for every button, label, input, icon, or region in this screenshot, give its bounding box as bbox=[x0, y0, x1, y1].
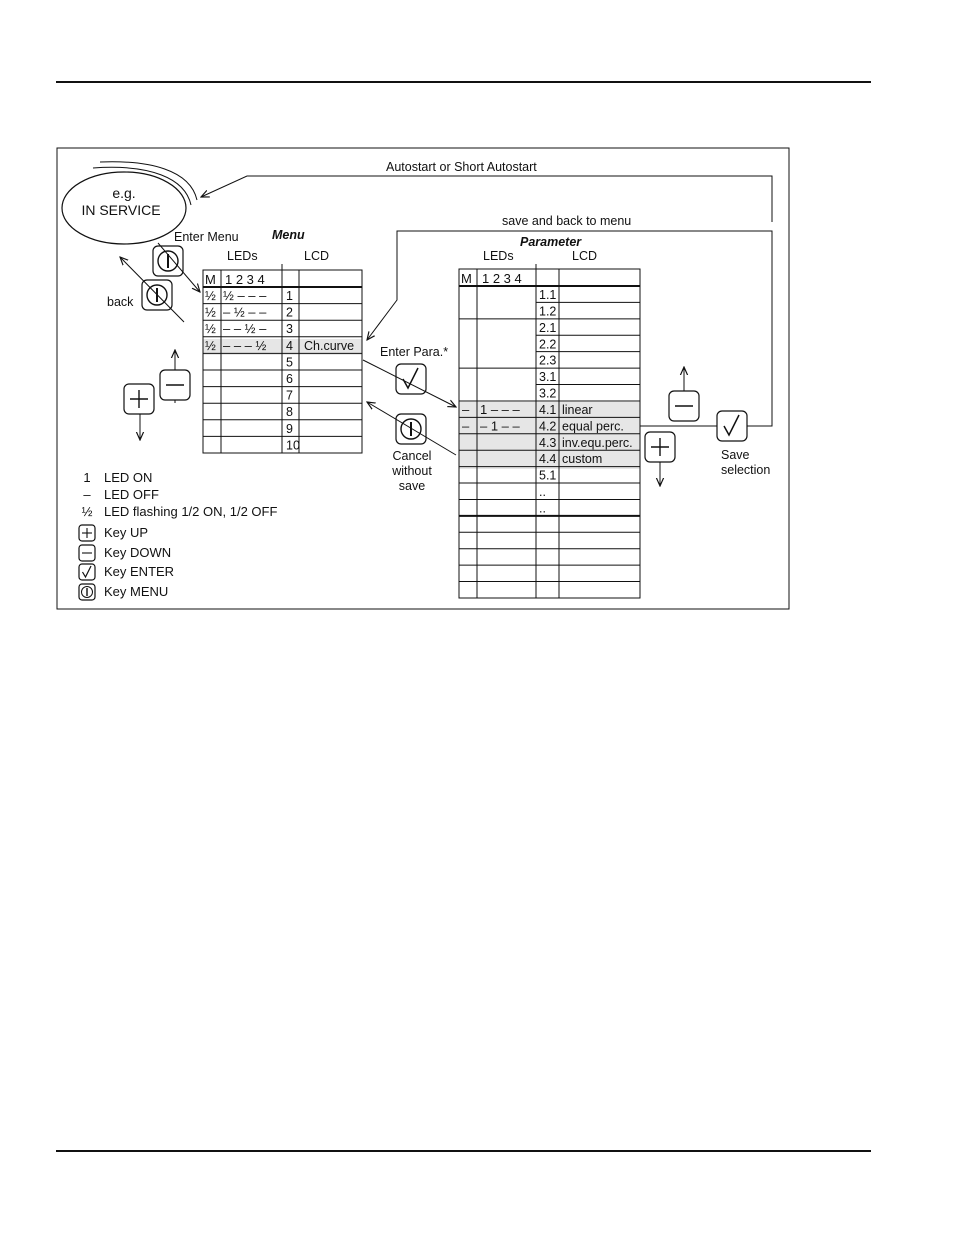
menu-header-m: M bbox=[205, 272, 216, 287]
menu-row-m: ½ bbox=[205, 288, 216, 303]
param-row-leds: 1 – – – bbox=[480, 402, 521, 417]
menu-down-key-icon[interactable] bbox=[159, 369, 191, 401]
param-row-number: 4.4 bbox=[539, 452, 556, 466]
save-selection-line1: Save bbox=[721, 448, 750, 462]
param-row-leds: – 1 – – bbox=[480, 418, 521, 433]
param-row-lcd: inv.equ.perc. bbox=[562, 436, 633, 450]
service-state-bubble: e.g. IN SERVICE bbox=[61, 161, 198, 245]
menu-table: Menu LEDs LCD M 1 2 3 4 ½ ½ – – – 1 ½ – ½ – … bbox=[202, 228, 363, 454]
param-header-leds: 1 2 3 4 bbox=[482, 271, 522, 286]
param-col-leds: LEDs bbox=[483, 249, 514, 263]
enter-menu-label: Enter Menu bbox=[174, 230, 239, 244]
menu-row-number: 9 bbox=[286, 422, 293, 436]
param-table-title: Parameter bbox=[520, 235, 582, 249]
menu-row-leds: ½ – – – bbox=[223, 288, 267, 303]
legend-symbol: 1 bbox=[83, 470, 90, 485]
autostart-connector: Autostart or Short Autostart bbox=[201, 160, 773, 222]
bottom-rule bbox=[56, 1150, 871, 1152]
menu-row-number: 8 bbox=[286, 405, 293, 419]
param-row-number: 1.1 bbox=[539, 288, 556, 302]
menu-row-lcd: Ch.curve bbox=[304, 339, 354, 353]
enter-menu-arrow bbox=[157, 242, 200, 292]
menu-row-m: ½ bbox=[205, 338, 216, 353]
param-row-lcd: linear bbox=[562, 403, 593, 417]
legend-text: Key ENTER bbox=[104, 564, 174, 579]
save-enter-key-icon[interactable] bbox=[716, 410, 748, 442]
legend-plus-key-icon bbox=[78, 524, 96, 542]
diagram-frame bbox=[56, 147, 790, 610]
legend-text: Key UP bbox=[104, 525, 148, 540]
legend-text: LED OFF bbox=[104, 487, 159, 502]
parameter-table: Parameter LEDs LCD M 1 2 3 4 1.1 1.2 2.1 2.… bbox=[458, 235, 641, 599]
save-back-connector: save and back to menu bbox=[367, 214, 773, 427]
back-arrow bbox=[120, 257, 185, 323]
param-col-lcd: LCD bbox=[572, 249, 597, 263]
legend-menu-key-icon bbox=[78, 583, 96, 601]
cancel-label-line3: save bbox=[399, 479, 425, 493]
menu-row-number: 6 bbox=[286, 372, 293, 386]
param-row-number: .. bbox=[539, 485, 546, 499]
autostart-label: Autostart or Short Autostart bbox=[386, 160, 537, 174]
param-row-m: – bbox=[462, 418, 470, 433]
legend-enter-key-icon bbox=[78, 563, 96, 581]
param-row-number: 2.3 bbox=[539, 354, 556, 368]
enter-para-label: Enter Para.* bbox=[380, 345, 448, 359]
param-row-number: 3.1 bbox=[539, 370, 556, 384]
cancel-menu-key-icon[interactable] bbox=[395, 413, 427, 445]
legend-text: LED flashing 1/2 ON, 1/2 OFF bbox=[104, 504, 277, 519]
menu-row-leds: – – – ½ bbox=[223, 338, 267, 353]
menu-row-leds: – ½ – – bbox=[223, 305, 267, 320]
legend-text: LED ON bbox=[104, 470, 152, 485]
menu-row-number: 7 bbox=[286, 389, 293, 403]
menu-row-m: ½ bbox=[205, 321, 216, 336]
param-row-number: 2.1 bbox=[539, 321, 556, 335]
param-row-number: 4.1 bbox=[539, 403, 556, 417]
menu-row-number: 2 bbox=[286, 306, 293, 320]
legend-text: Key DOWN bbox=[104, 545, 171, 560]
param-up-key-icon[interactable] bbox=[644, 431, 676, 463]
legend-text: Key MENU bbox=[104, 584, 168, 599]
param-row-number: 3.2 bbox=[539, 387, 556, 401]
back-label: back bbox=[107, 295, 134, 309]
param-header-m: M bbox=[461, 271, 472, 286]
menu-header-leds: 1 2 3 4 bbox=[225, 272, 265, 287]
menu-row-leds: – – ½ – bbox=[223, 321, 267, 336]
enter-param-arrow bbox=[362, 359, 456, 407]
top-rule bbox=[56, 81, 871, 83]
menu-row-number: 1 bbox=[286, 289, 293, 303]
legend-symbol: ½ bbox=[82, 504, 93, 519]
legend-symbol: – bbox=[83, 487, 91, 502]
service-bubble-line2: IN SERVICE bbox=[81, 202, 160, 218]
legend-minus-key-icon bbox=[78, 544, 96, 562]
enter-menu-key-icon[interactable] bbox=[152, 245, 184, 277]
menu-row-number: 4 bbox=[286, 339, 293, 353]
menu-up-key-icon[interactable] bbox=[123, 383, 155, 415]
param-row-m: – bbox=[462, 402, 470, 417]
param-row-lcd: equal perc. bbox=[562, 419, 624, 433]
param-row-number: 4.2 bbox=[539, 419, 556, 433]
param-row-number: .. bbox=[539, 501, 546, 515]
save-back-label: save and back to menu bbox=[502, 214, 631, 228]
param-row-number: 2.2 bbox=[539, 337, 556, 351]
param-row-number: 1.2 bbox=[539, 304, 556, 318]
param-row-lcd: custom bbox=[562, 452, 602, 466]
menu-col-leds: LEDs bbox=[227, 249, 258, 263]
param-row-number: 5.1 bbox=[539, 469, 556, 483]
save-selection-line2: selection bbox=[721, 463, 770, 477]
menu-row-number: 5 bbox=[286, 355, 293, 369]
menu-row-m: ½ bbox=[205, 305, 216, 320]
service-bubble-line1: e.g. bbox=[112, 185, 135, 201]
param-row-number: 4.3 bbox=[539, 436, 556, 450]
menu-row-number: 3 bbox=[286, 322, 293, 336]
cancel-label-line1: Cancel bbox=[393, 449, 432, 463]
param-down-key-icon[interactable] bbox=[668, 390, 700, 422]
menu-table-title: Menu bbox=[272, 228, 305, 242]
menu-col-lcd: LCD bbox=[304, 249, 329, 263]
cancel-label-line2: without bbox=[391, 464, 432, 478]
cancel-arrow bbox=[367, 402, 457, 456]
legend: 1 LED ON–LED OFF ½ LED flashing 1/2 ON, 1/2… bbox=[78, 470, 277, 601]
menu-row-number: 10 bbox=[286, 438, 300, 452]
